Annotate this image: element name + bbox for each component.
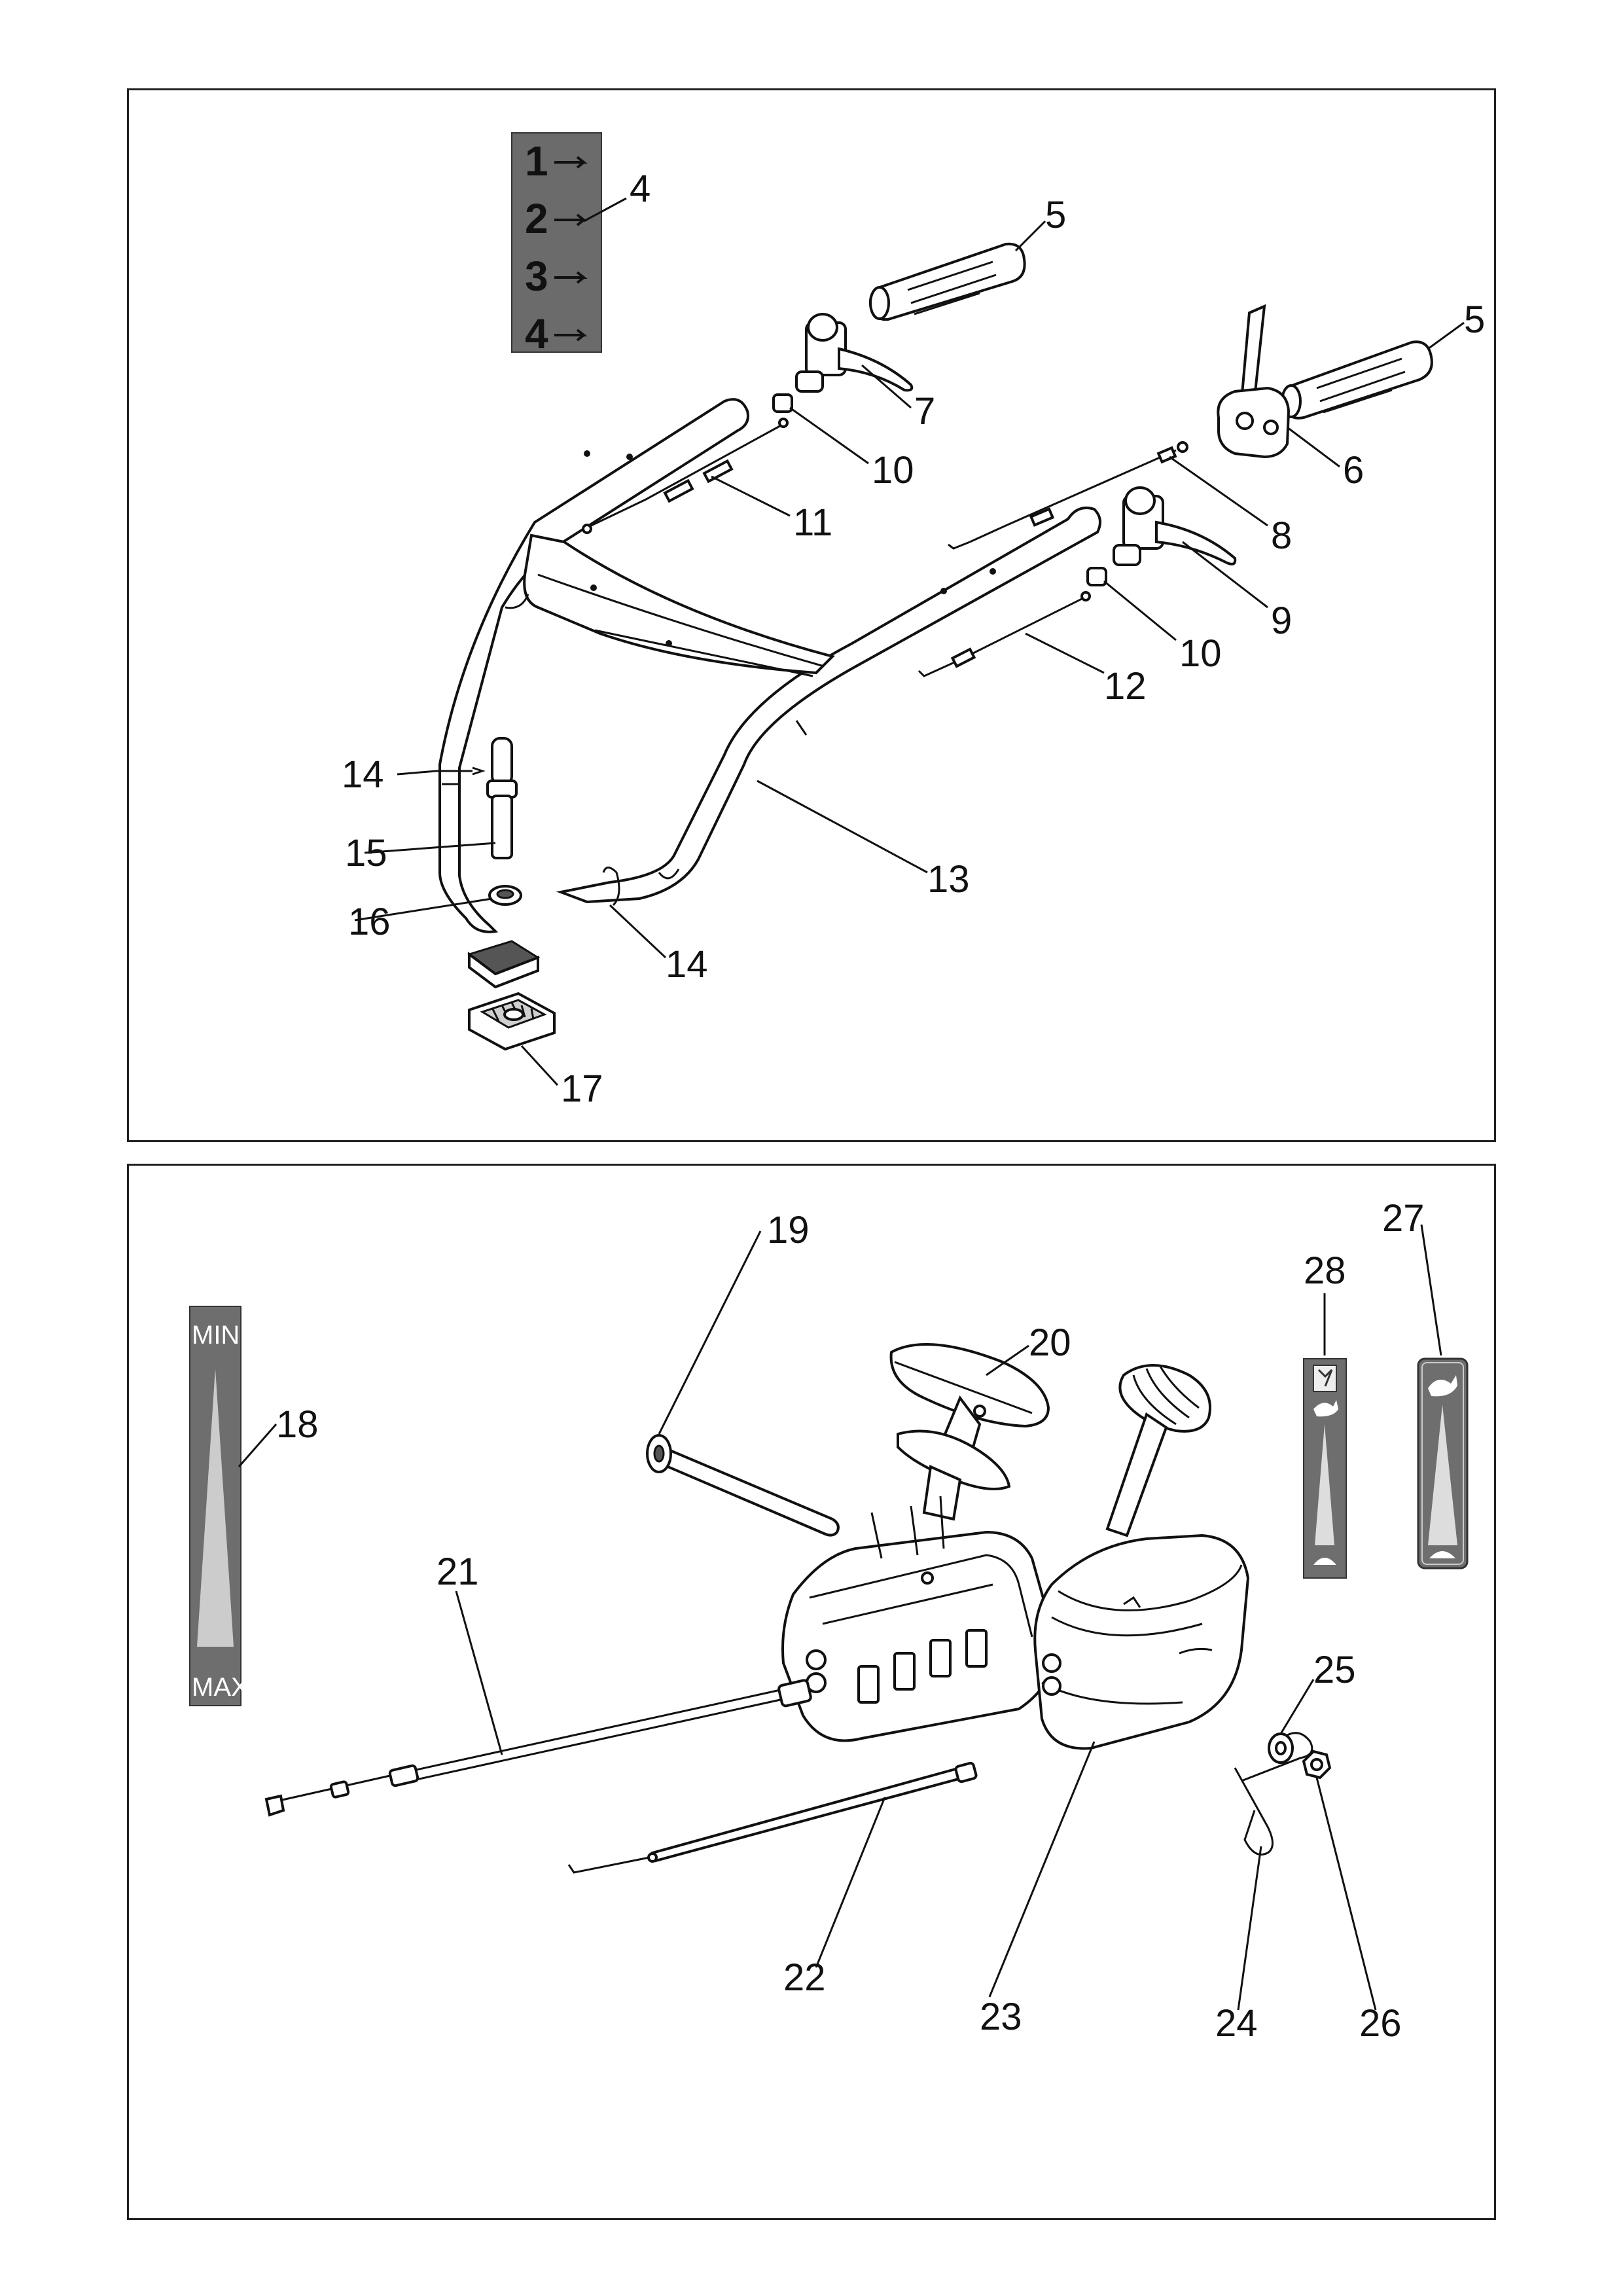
gear-number-2: 2 <box>525 195 548 242</box>
callout-26: 26 <box>1359 2002 1402 2045</box>
flat-washer <box>1268 1732 1294 1764</box>
hand-grip-right <box>1281 340 1433 420</box>
handlebar-diagram: 1 2 3 4 4 5 5 7 10 <box>342 132 1485 1110</box>
gear-decal: 1 2 3 4 <box>511 132 602 357</box>
throttle-cable-long <box>264 1679 812 1817</box>
callout-5-right: 5 <box>1464 298 1485 341</box>
serrated-plate <box>468 992 556 1051</box>
callout-28: 28 <box>1304 1249 1346 1292</box>
brake-cable-left <box>582 418 789 534</box>
callout-21: 21 <box>437 1551 479 1593</box>
callout-7: 7 <box>914 390 935 433</box>
handlebar-assembly-panel: 1 2 3 4 4 5 5 7 10 <box>127 88 1496 1142</box>
callout-13: 13 <box>927 858 970 901</box>
callout-27: 27 <box>1382 1197 1425 1240</box>
callout-17: 17 <box>561 1067 603 1110</box>
washer <box>488 885 522 906</box>
turtle-icon <box>1429 1551 1455 1558</box>
callout-12: 12 <box>1104 665 1147 708</box>
callout-10-lower: 10 <box>1179 632 1222 675</box>
rabbit-icon <box>1313 1400 1338 1417</box>
callout-4: 4 <box>630 168 651 210</box>
gear-number-4: 4 <box>525 310 548 357</box>
gear-selector-knob <box>889 1343 1050 1521</box>
callout-8: 8 <box>1271 514 1292 557</box>
callout-23: 23 <box>980 1996 1022 2038</box>
control-cable-short <box>567 1761 978 1874</box>
callout-18: 18 <box>276 1403 319 1446</box>
callout-11: 11 <box>793 501 832 544</box>
callout-24: 24 <box>1215 2002 1258 2045</box>
speed-decal-narrow <box>1303 1358 1347 1579</box>
callout-19: 19 <box>767 1209 810 1251</box>
max-label: MAX <box>192 1673 249 1702</box>
gear-number-1: 1 <box>525 137 548 185</box>
throttle-control-box <box>1033 1364 1250 1750</box>
clamp-ring <box>602 867 620 906</box>
callout-5-upper: 5 <box>1045 194 1066 236</box>
callout-10-upper: 10 <box>872 449 914 492</box>
cable-adjuster-nut-lower <box>1086 567 1107 586</box>
control-box-diagram: MIN MAX 18 19 20 <box>189 1197 1469 2045</box>
pivot-rod <box>646 1434 840 1537</box>
handlebar-base-block <box>467 940 541 989</box>
control-box-panel: MIN MAX 18 19 20 <box>127 1164 1496 2220</box>
hex-nut <box>1302 1749 1332 1780</box>
clutch-cable <box>918 591 1091 677</box>
handlebar-frame <box>438 398 1101 933</box>
spring-pin-left <box>437 766 486 776</box>
throttle-lever <box>1217 304 1291 459</box>
callout-14-right: 14 <box>666 943 708 986</box>
callout-25: 25 <box>1313 1649 1356 1691</box>
callout-20: 20 <box>1029 1321 1071 1364</box>
callout-16: 16 <box>348 901 391 943</box>
hand-grip-left <box>868 242 1026 321</box>
throttle-decal: MIN MAX <box>189 1306 249 1706</box>
gear-number-3: 3 <box>525 253 548 300</box>
cable-adjuster-nut-upper <box>772 393 793 413</box>
min-label: MIN <box>192 1321 240 1350</box>
brake-lever-left <box>795 313 914 393</box>
locking-pin <box>486 737 518 859</box>
turtle-icon <box>1313 1558 1336 1565</box>
callout-14-left: 14 <box>342 753 384 796</box>
wire-hook <box>1234 1732 1313 1856</box>
callout-6: 6 <box>1343 449 1364 492</box>
clutch-lever <box>1113 486 1237 566</box>
throttle-cable <box>948 441 1188 550</box>
speed-decal-wide <box>1417 1357 1469 1570</box>
callout-15: 15 <box>345 832 387 874</box>
callout-9: 9 <box>1271 600 1292 642</box>
arrow-right-icon <box>554 156 588 342</box>
callout-22: 22 <box>783 1956 826 1999</box>
rabbit-icon <box>1428 1375 1457 1397</box>
